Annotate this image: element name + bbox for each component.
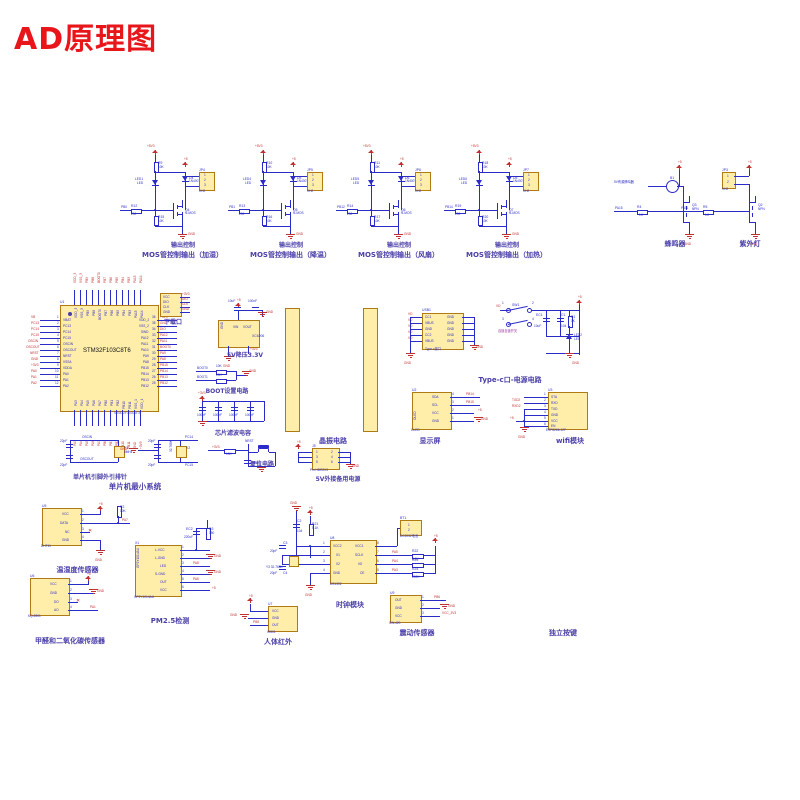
caption-mos-heating-2: MOS管控制输出（加热） (466, 251, 547, 259)
caption-rtc: 时钟模块 (336, 601, 364, 609)
caption-decoupling: 芯片滤波电容 (214, 430, 251, 437)
caption-typec-power: Type-c口-电源电路 (478, 376, 542, 384)
caption-crystal: 单片机引脚外引排针 (72, 474, 127, 481)
caption-gas-sensor: 甲醛和二氧化碳传感器 (35, 637, 105, 645)
caption-mos-fan-1: 输出控制 (386, 242, 411, 249)
caption-download-port: 下载口 (163, 319, 182, 326)
caption-uv-lamp: 紫外灯 (739, 240, 761, 248)
mcu-footprint: STM32F103C8T6 (114, 411, 141, 415)
caption-ldo: 5V降压3.3V (226, 352, 264, 359)
caption-mos-humidify-2: MOS管控制输出（加湿） (142, 251, 223, 259)
caption-reset: 复位电路 (249, 461, 274, 468)
caption-headers: 晶振电路 (319, 437, 347, 445)
caption-boot-config: BOOT设置电路 (205, 388, 249, 395)
caption-mos-fan-2: MOS管控制输出（风扇） (358, 251, 439, 259)
mcu-refdes: U1 (60, 300, 65, 304)
caption-mos-cooling-1: 输出控制 (278, 242, 303, 249)
page-title: AD原理图 (14, 22, 158, 57)
caption-buzzer: 蜂鸣器 (664, 240, 686, 248)
caption-aux-power: 5V外接备用电源 (315, 476, 361, 483)
caption-mos-cooling-2: MOS管控制输出（降温） (250, 251, 331, 259)
caption-mcu-min-system: 单片机最小系统 (108, 482, 162, 491)
caption-pir: 人体红外 (264, 638, 292, 646)
caption-mos-humidify-1: 输出控制 (170, 242, 195, 249)
caption-dht11: 温湿度传感器 (56, 566, 99, 574)
mcu-part-name: STM32F103C8T6 (83, 348, 131, 354)
caption-keys: 独立按键 (549, 629, 577, 637)
caption-vibration: 震动传感器 (399, 629, 435, 637)
caption-pm25: PM2.5检测 (150, 617, 190, 625)
caption-oled: 显示屏 (419, 437, 441, 445)
caption-mos-heating-1: 输出控制 (494, 242, 519, 249)
caption-wifi: wifi模块 (555, 437, 585, 445)
